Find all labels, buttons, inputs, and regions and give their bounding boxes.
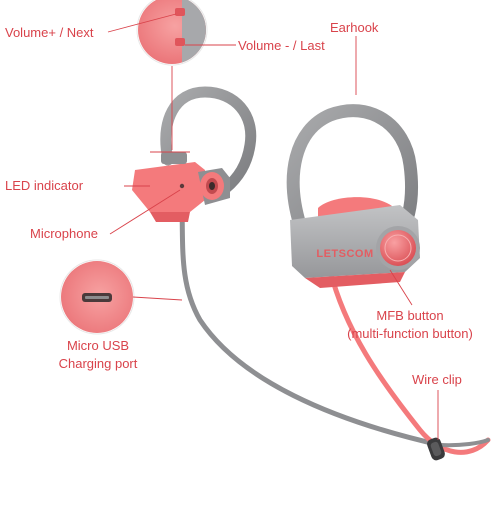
leader-usb bbox=[132, 296, 183, 301]
leader-lines bbox=[107, 13, 439, 440]
left-earbud bbox=[132, 86, 257, 222]
label-volume-up: Volume+ / Next bbox=[5, 25, 94, 40]
label-mfb-button: MFB button (multi-function button) bbox=[330, 308, 490, 342]
right-earbud: LETSCOM bbox=[286, 104, 420, 288]
label-volume-down: Volume - / Last bbox=[238, 38, 325, 53]
zoom-usb-port bbox=[59, 259, 135, 335]
label-mfb-line2: (multi-function button) bbox=[347, 326, 473, 341]
cable-gray bbox=[179, 202, 443, 448]
label-micro-usb-line2: Charging port bbox=[58, 356, 138, 371]
label-led-indicator: LED indicator bbox=[5, 178, 84, 193]
label-wire-clip: Wire clip bbox=[412, 372, 462, 387]
leader-microphone bbox=[109, 189, 181, 235]
label-micro-usb-line1: Micro USB bbox=[66, 338, 130, 353]
wire-clip bbox=[427, 437, 445, 461]
leader-volume-up bbox=[107, 13, 177, 33]
brand-logo: LETSCOM bbox=[316, 248, 373, 260]
cable-coral bbox=[327, 267, 491, 455]
leader-mfb bbox=[389, 269, 413, 306]
label-microphone: Microphone bbox=[30, 226, 98, 241]
label-mfb-line1: MFB button bbox=[376, 308, 444, 323]
label-micro-usb: Micro USB Charging port bbox=[40, 338, 156, 372]
zoom-volume-buttons bbox=[136, 0, 208, 66]
label-earhook: Earhook bbox=[330, 20, 379, 35]
